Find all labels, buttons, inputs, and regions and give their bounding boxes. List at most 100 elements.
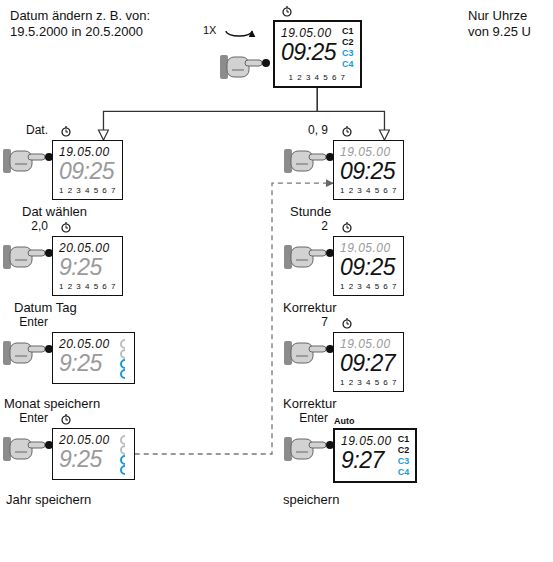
channel-symbols — [116, 338, 128, 380]
clock-icon — [343, 222, 351, 232]
display-row: 19.05.0009:25 C1C2C3C4 — [281, 26, 354, 70]
date-field: 20.05.00 — [59, 337, 110, 351]
date-field: 20.05.00 — [59, 433, 110, 447]
key-label: 0, 9 — [284, 123, 328, 137]
channel-label: C4 — [398, 467, 410, 478]
lcd-display: 19.05.0009:25 1 2 3 4 5 6 7 — [333, 236, 404, 296]
weekday-row: 1 2 3 4 5 6 7 — [281, 73, 354, 83]
step-caption: Korrektur — [283, 300, 383, 316]
display-row: 20.05.009:25 — [59, 337, 128, 380]
channel-label: C3 — [342, 48, 354, 59]
weekday-numbers: 1 2 3 4 5 6 7 — [340, 378, 397, 388]
display-row: 19.05.0009:25 — [340, 241, 397, 279]
lcd-display: 20.05.009:25 1 2 3 4 5 6 7 — [52, 236, 123, 296]
clock-icon — [343, 126, 351, 136]
channel-symbol — [121, 466, 125, 474]
channel-label: C4 — [342, 59, 354, 70]
pressing-hand — [3, 437, 53, 461]
channel-label: C1 — [398, 434, 410, 445]
pressing-hand — [284, 245, 334, 269]
channel-symbol — [121, 446, 125, 454]
key-label: Enter — [6, 315, 48, 329]
dashed-flow-arrow — [135, 183, 333, 454]
display-row: 19.05.009:27C1C2C3C4 — [341, 434, 409, 478]
weekday-row: 1 2 3 4 5 6 7 — [340, 282, 397, 292]
channel-symbol — [121, 370, 125, 378]
time-field: 09:25 — [59, 159, 114, 183]
display-row: 19.05.0009:27 — [340, 337, 397, 375]
step-caption: Korrektur — [283, 396, 383, 412]
mode-label: Auto — [334, 416, 355, 426]
display-main: 20.05.009:25 — [59, 337, 110, 375]
time-field: 09:27 — [340, 351, 395, 375]
key-label: Enter — [284, 411, 328, 425]
date-field: 19.05.00 — [340, 337, 395, 351]
key-label: 2 — [284, 219, 328, 233]
lcd-display: 19.05.0009:25 1 2 3 4 5 6 7 — [52, 140, 123, 200]
flow-arrow — [103, 88, 317, 140]
date-field: 19.05.00 — [341, 434, 392, 448]
instruction-text: Datum ändern z. B. von: 19.5.2000 in 20.… — [10, 8, 188, 39]
clock-icon — [62, 414, 70, 424]
display-row: 20.05.009:25 — [59, 241, 116, 279]
time-field: 09:25 — [281, 40, 336, 64]
lcd-display: 20.05.009:25 — [52, 428, 135, 480]
display-main: 19.05.0009:25 — [281, 26, 336, 64]
display-row: 19.05.0009:25 — [59, 145, 116, 183]
weekday-row: 1 2 3 4 5 6 7 — [59, 186, 116, 196]
channel-symbol — [121, 350, 125, 358]
channel-label: C3 — [398, 456, 410, 467]
display-main: 19.05.0009:25 — [340, 145, 395, 183]
pressing-hand — [284, 341, 334, 365]
time-field: 09:25 — [340, 255, 395, 279]
step-caption: Stunde — [290, 204, 390, 220]
pressing-hand — [3, 149, 53, 173]
display-main: 19.05.0009:25 — [340, 241, 395, 279]
date-field: 19.05.00 — [281, 26, 336, 40]
weekday-row: 1 2 3 4 5 6 7 — [340, 186, 397, 196]
channel-symbol — [121, 360, 125, 368]
key-label: 7 — [284, 315, 328, 329]
mode-indicator: Auto — [334, 416, 355, 426]
step-caption: Jahr speichern — [6, 492, 136, 508]
channel-label: C2 — [342, 37, 354, 48]
channel-symbol — [121, 436, 125, 444]
lcd-display: 19.05.0009:27 1 2 3 4 5 6 7 — [333, 332, 404, 392]
weekday-numbers: 1 2 3 4 5 6 7 — [59, 186, 116, 196]
channel-symbol — [121, 456, 125, 464]
date-field: 20.05.00 — [59, 241, 110, 255]
date-field: 19.05.00 — [59, 145, 114, 159]
pressing-hand — [3, 341, 53, 365]
clock-icon — [62, 222, 70, 232]
display-row: 19.05.0009:25 — [340, 145, 397, 183]
step-caption: speichern — [283, 492, 383, 508]
weekday-row: 1 2 3 4 5 6 7 — [340, 378, 397, 388]
repeat-count: 1X — [203, 24, 225, 37]
timer-display: 19.05.0009:25 C1C2C3C4 1 2 3 4 5 6 7 — [273, 20, 362, 88]
key-label: Dat. — [6, 123, 48, 137]
pressing-hand — [284, 149, 334, 173]
date-field: 19.05.00 — [340, 145, 395, 159]
channel-symbols — [116, 434, 128, 476]
lcd-display: 20.05.009:25 — [52, 332, 135, 384]
time-field: 9:25 — [59, 447, 110, 471]
display-main: 19.05.0009:25 — [59, 145, 114, 183]
lcd-display: Auto19.05.009:27C1C2C3C4 — [333, 428, 417, 483]
step-caption: Monat speichern — [4, 396, 134, 412]
clock-icon — [283, 6, 291, 16]
channel-column: C1C2C3C4 — [342, 26, 354, 70]
date-field: 19.05.00 — [340, 241, 395, 255]
pressing-hand — [220, 55, 270, 79]
time-field: 9:25 — [59, 255, 110, 279]
channel-symbol — [121, 340, 125, 348]
weekday-numbers: 1 2 3 4 5 6 7 — [281, 73, 354, 83]
step-caption: Dat wählen — [22, 204, 142, 220]
clock-icon — [62, 126, 70, 136]
instruction-text: Nur Uhrze von 9.25 U — [468, 8, 550, 39]
rotate-arrow — [226, 31, 252, 36]
weekday-numbers: 1 2 3 4 5 6 7 — [340, 186, 397, 196]
channel-label: C2 — [398, 445, 410, 456]
pressing-hand — [284, 437, 334, 461]
weekday-row: 1 2 3 4 5 6 7 — [59, 282, 116, 292]
display-main: 20.05.009:25 — [59, 241, 110, 279]
